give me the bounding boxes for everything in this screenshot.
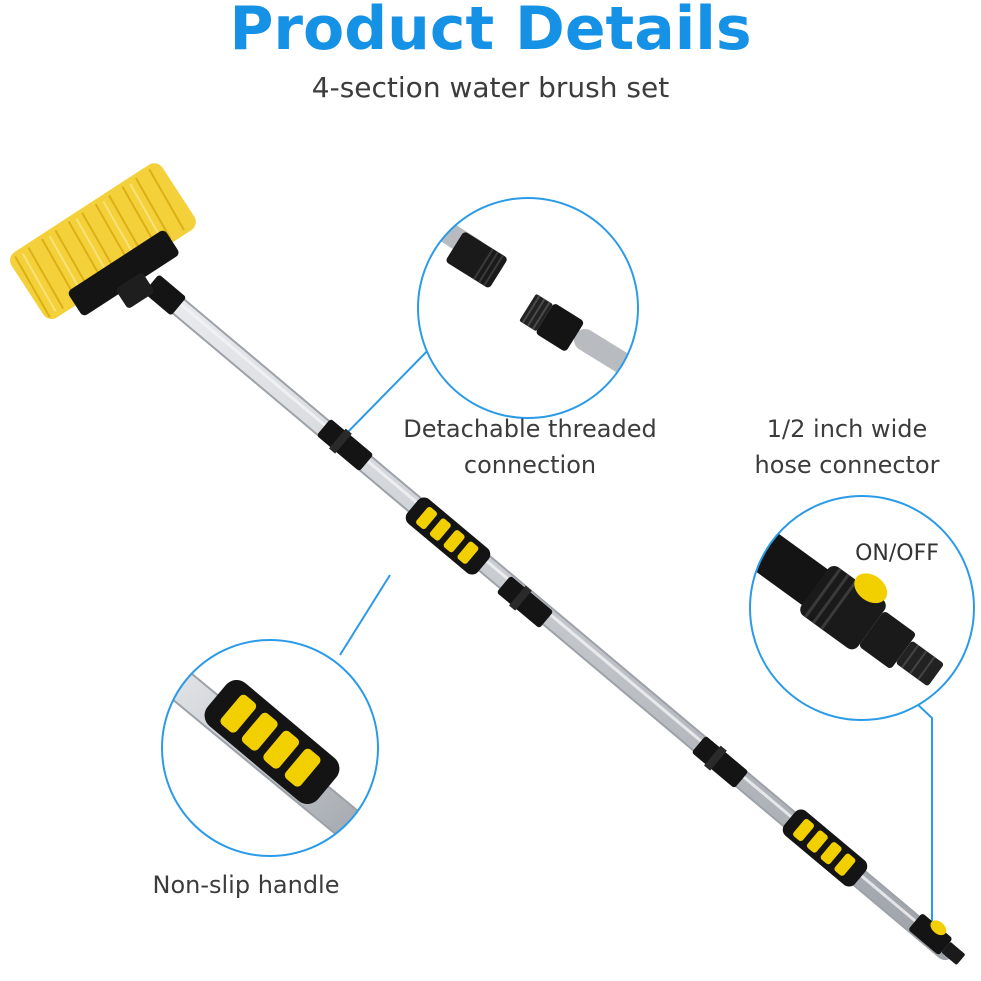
callout-leader-connection — [339, 339, 439, 441]
page-subtitle: 4-section water brush set — [311, 71, 670, 104]
callout-detail-hose — [749, 495, 975, 721]
callout-label-hose-line2: hose connector — [754, 451, 940, 479]
hose-connector-end — [909, 914, 965, 965]
callout-label-connection: Detachable threaded connection — [395, 411, 665, 483]
callout-detail-handle — [161, 639, 379, 857]
callout-leader-handle — [339, 574, 391, 656]
pole-couplers — [144, 275, 748, 788]
switch-label: ON/OFF — [855, 541, 939, 566]
pole-grip-upper — [405, 497, 491, 575]
callout-label-handle: Non-slip handle — [152, 871, 340, 899]
callout-detail-threaded — [417, 197, 639, 419]
callout-label-connection-line2: connection — [463, 451, 597, 479]
callout-label-connection-line1: Detachable threaded — [403, 415, 657, 443]
page-title: Product Details — [229, 0, 752, 64]
brush-head — [10, 163, 196, 319]
callout-leader-hose — [912, 699, 933, 932]
callout-label-hose: 1/2 inch wide hose connector — [742, 411, 952, 483]
callout-label-hose-line1: 1/2 inch wide — [766, 415, 928, 443]
pole-grip-lower — [782, 809, 868, 887]
